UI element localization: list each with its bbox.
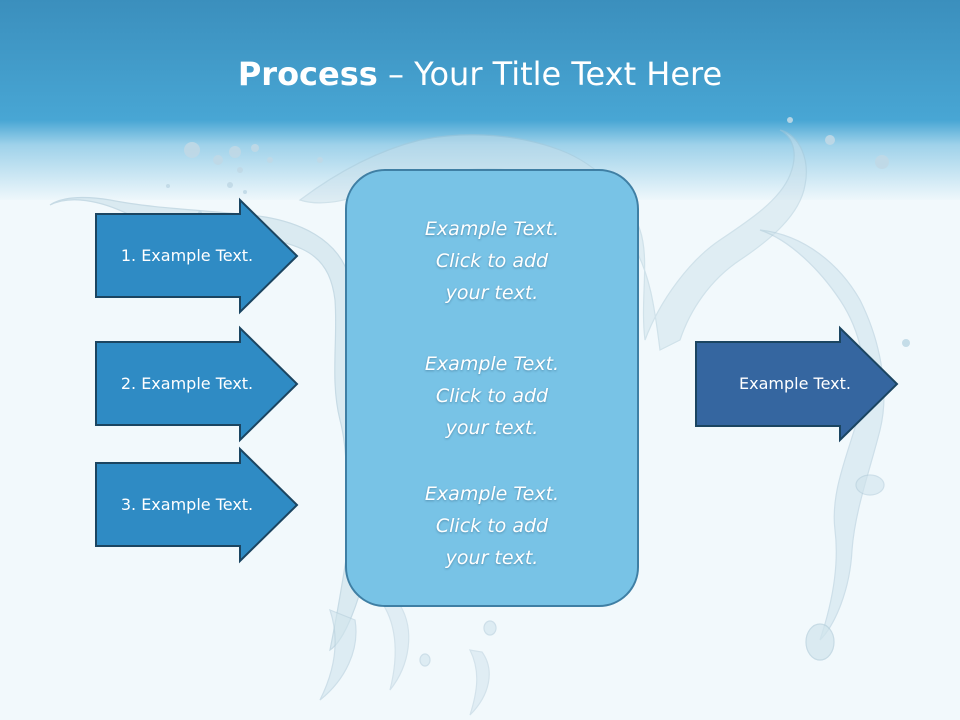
right-arrow — [695, 325, 899, 443]
left-arrow-2-label: 2. Example Text. — [120, 374, 254, 393]
left-arrow-3 — [95, 446, 299, 564]
slide-title: Process – Your Title Text Here — [0, 52, 960, 96]
center-text-box — [345, 169, 639, 607]
center-text-block-2: Example Text. Click to add your text. — [424, 353, 560, 439]
left-arrow-2 — [95, 325, 299, 443]
left-arrow-1-label: 1. Example Text. — [120, 246, 254, 265]
title-bold-part: Process — [237, 55, 378, 93]
title-rest-part: – Your Title Text Here — [377, 55, 723, 93]
left-arrow-3-label: 3. Example Text. — [120, 495, 254, 514]
center-text-block-1: Example Text. Click to add your text. — [424, 218, 560, 304]
header-band — [0, 0, 960, 200]
left-arrow-1 — [95, 197, 299, 315]
center-text-block-3: Example Text. Click to add your text. — [424, 483, 560, 569]
right-arrow-label: Example Text. — [739, 374, 851, 393]
